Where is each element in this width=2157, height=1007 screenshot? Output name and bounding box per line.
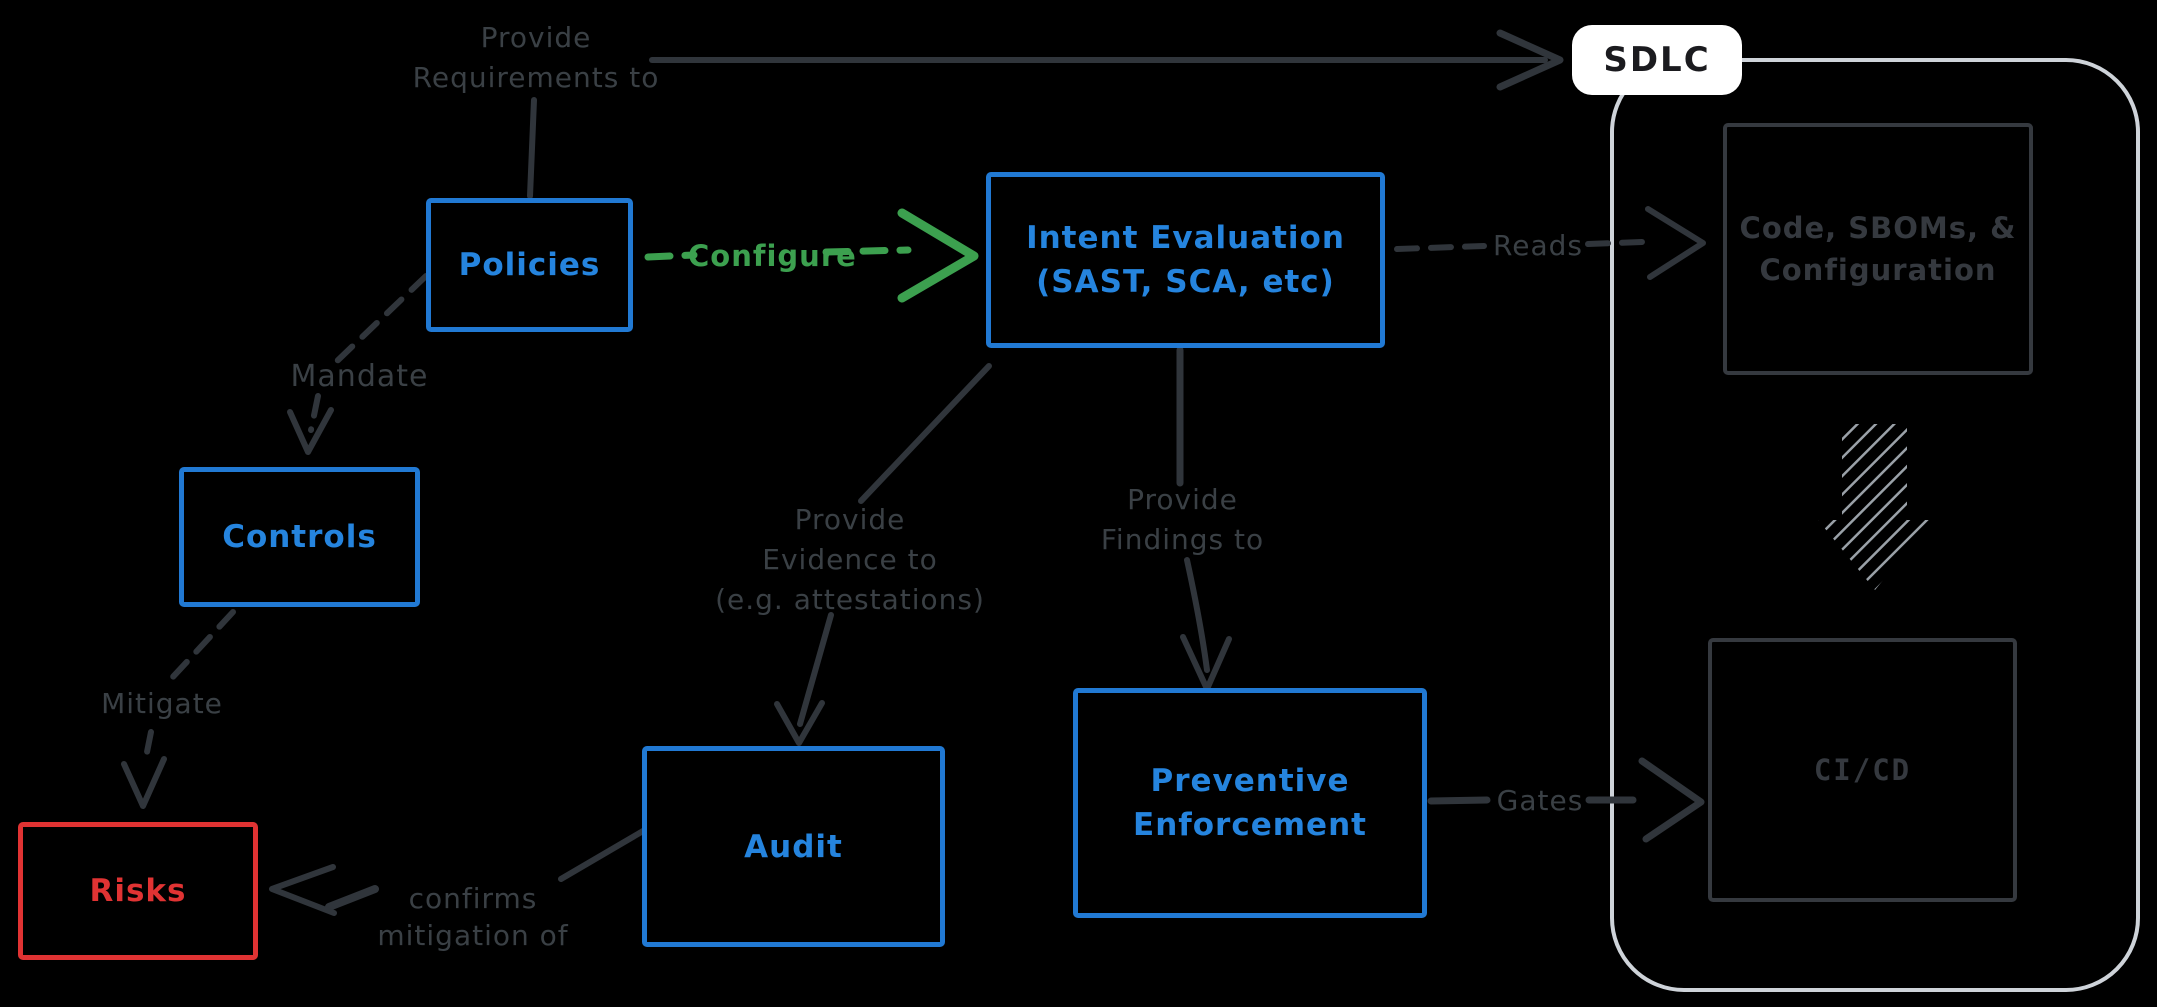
- node-preventive-line2: Enforcement: [1133, 807, 1367, 843]
- node-risks: Risks: [18, 822, 258, 960]
- node-risks-label: Risks: [89, 873, 187, 909]
- arrow-configure: [644, 208, 979, 303]
- edge-label-configure: Configure: [688, 239, 857, 273]
- node-code-line1: Code, SBOMs, &: [1739, 211, 2017, 245]
- arrow-reads: [1394, 206, 1706, 280]
- node-preventive-line1: Preventive: [1150, 763, 1350, 799]
- node-intent-evaluation: Intent Evaluation (SAST, SCA, etc): [986, 172, 1385, 348]
- node-controls-label: Controls: [222, 519, 377, 555]
- node-sdlc: SDLC: [1572, 25, 1742, 95]
- node-intent-line2: (SAST, SCA, etc): [1036, 264, 1335, 300]
- node-controls: Controls: [179, 467, 420, 607]
- line-requirements-to-policies: [527, 97, 537, 199]
- edge-label-provide-evidence: Provide Evidence to (e.g. attestations): [715, 503, 985, 616]
- arrow-provide-requirements-to-sdlc: [649, 29, 1564, 91]
- node-policies: Policies: [426, 198, 633, 332]
- edge-label-confirms-mitigation: confirms mitigation of: [377, 882, 569, 952]
- edge-label-mandate: Mandate: [290, 359, 429, 394]
- node-preventive-enforcement: Preventive Enforcement: [1073, 688, 1427, 918]
- node-audit: Audit: [642, 746, 945, 947]
- arrow-confirms-mitigation: [269, 828, 646, 916]
- arrow-gates: [1427, 757, 1705, 843]
- edge-label-mitigate: Mitigate: [101, 687, 223, 720]
- node-code-line2: Configuration: [1759, 253, 1997, 287]
- edge-label-provide-requirements: Provide Requirements to: [412, 21, 660, 94]
- arrow-controls-mitigate-risks: [121, 609, 236, 809]
- edge-label-gates: Gates: [1496, 784, 1584, 817]
- node-cicd-label: CI/CD: [1813, 753, 1912, 787]
- node-audit-label: Audit: [744, 828, 843, 865]
- edge-label-provide-findings: Provide Findings to: [1100, 483, 1265, 556]
- edge-label-reads: Reads: [1493, 229, 1583, 262]
- hatched-down-arrow: [1818, 424, 1932, 590]
- node-intent-line1: Intent Evaluation: [1026, 220, 1345, 256]
- node-code-sboms-configuration: Code, SBOMs, & Configuration: [1723, 123, 2033, 375]
- node-sdlc-label: SDLC: [1603, 40, 1711, 80]
- node-cicd: CI/CD: [1708, 638, 2017, 902]
- node-policies-label: Policies: [458, 247, 601, 283]
- arrow-provide-evidence: [774, 363, 992, 746]
- sdlc-container: [1610, 58, 2140, 992]
- arrow-policies-mandate-controls: [287, 273, 429, 455]
